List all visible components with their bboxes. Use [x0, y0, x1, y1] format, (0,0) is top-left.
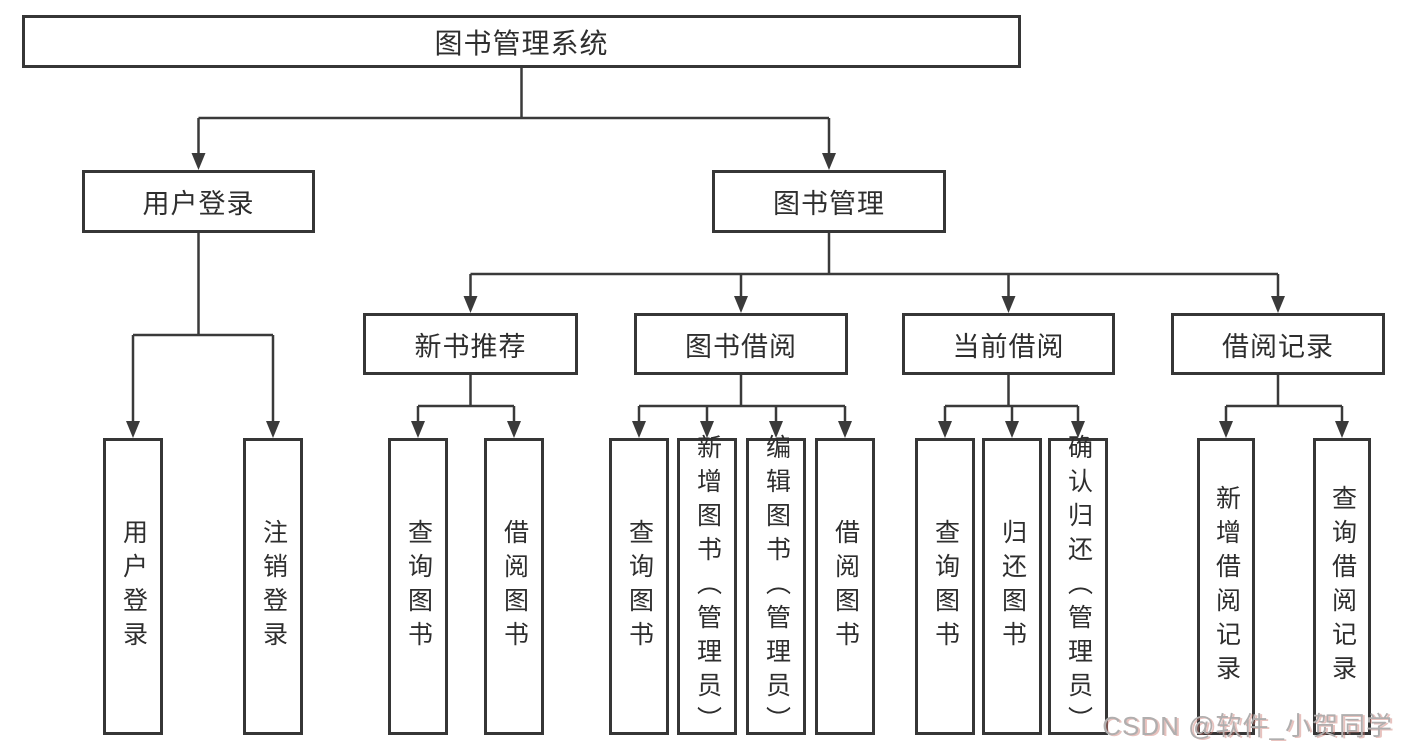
node-current-borrow: 当前借阅: [902, 313, 1115, 375]
arrow-down-icon: [507, 421, 521, 438]
leaf-current-return: 归还图书: [982, 438, 1042, 735]
arrow-down-icon: [1005, 421, 1019, 438]
leaf-newbook-borrow: 借阅图书: [484, 438, 544, 735]
node-book-management: 图书管理: [712, 170, 946, 233]
leaf-borrow-add-admin-label: 新增图书（管理员）: [693, 433, 722, 740]
arrow-down-icon: [126, 421, 140, 438]
leaf-current-query: 查询图书: [915, 438, 975, 735]
leaf-borrow-edit-admin-label: 编辑图书（管理员）: [762, 433, 791, 740]
leaf-borrow-add-admin: 新增图书（管理员）: [677, 434, 737, 740]
arrow-down-icon: [632, 421, 646, 438]
node-library-system: 图书管理系统: [22, 15, 1021, 68]
leaf-newbook-query: 查询图书: [388, 438, 448, 735]
connector-current-borrow-split: [943, 375, 1080, 423]
arrow-down-icon: [411, 421, 425, 438]
connector-root-split: [197, 68, 831, 154]
leaf-current-confirm-admin: 确认归还（管理员）: [1048, 434, 1108, 740]
leaf-record-add: 新增借阅记录: [1197, 438, 1255, 735]
csdn-watermark: CSDN @软件_小贺同学: [1102, 711, 1393, 741]
connector-borrow-record-split: [1224, 375, 1344, 423]
leaf-record-query-label: 查询借阅记录: [1328, 484, 1357, 689]
arrow-down-icon: [1001, 296, 1016, 313]
node-user-login: 用户登录: [82, 170, 315, 233]
leaf-record-add-label: 新增借阅记录: [1212, 484, 1241, 689]
leaf-current-return-label: 归还图书: [998, 518, 1027, 655]
leaf-logout: 注销登录: [243, 438, 303, 735]
connector-book-mgmt-split: [469, 233, 1280, 298]
node-book-borrow: 图书借阅: [634, 313, 848, 375]
arrow-down-icon: [191, 153, 206, 170]
connector-book-borrow-split: [637, 375, 847, 423]
arrow-down-icon: [1335, 421, 1349, 438]
node-new-book-recommend: 新书推荐: [363, 313, 578, 375]
leaf-borrow-book: 借阅图书: [815, 438, 875, 735]
node-borrow-record: 借阅记录: [1171, 313, 1385, 375]
arrow-down-icon: [1271, 296, 1285, 313]
leaf-user-login: 用户登录: [103, 438, 163, 735]
leaf-newbook-query-label: 查询图书: [404, 518, 433, 655]
arrow-down-icon: [938, 421, 952, 438]
leaf-logout-label: 注销登录: [259, 518, 288, 655]
leaf-borrow-edit-admin: 编辑图书（管理员）: [746, 434, 806, 740]
arrow-down-icon: [266, 421, 280, 438]
arrow-down-icon: [463, 296, 478, 313]
arrow-down-icon: [838, 421, 852, 438]
leaf-user-login-label: 用户登录: [119, 518, 148, 655]
connector-new-book-split: [416, 375, 516, 423]
leaf-borrow-query-label: 查询图书: [625, 518, 654, 655]
leaf-current-confirm-admin-label: 确认归还（管理员）: [1064, 433, 1093, 740]
leaf-current-query-label: 查询图书: [931, 518, 960, 655]
leaf-borrow-query: 查询图书: [609, 438, 669, 735]
arrow-down-icon: [1219, 421, 1233, 438]
arrow-down-icon: [822, 153, 836, 170]
connector-user-login-split: [131, 233, 275, 423]
leaf-record-query: 查询借阅记录: [1313, 438, 1371, 735]
leaf-newbook-borrow-label: 借阅图书: [500, 518, 529, 655]
leaf-borrow-book-label: 借阅图书: [831, 518, 860, 655]
arrow-down-icon: [734, 296, 748, 313]
